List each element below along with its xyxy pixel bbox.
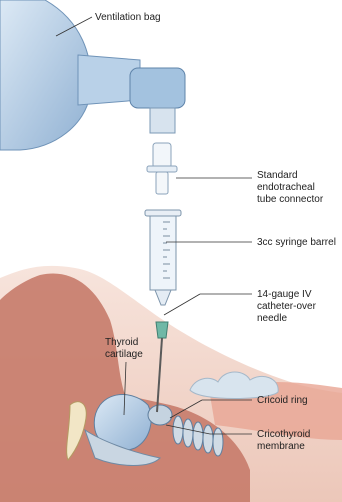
cricoid-ring bbox=[148, 405, 172, 425]
et-tube-connector bbox=[147, 143, 177, 194]
label-needle-1: 14-gauge IV bbox=[257, 289, 312, 300]
label-thyroid-2: cartilage bbox=[105, 349, 143, 360]
syringe-barrel bbox=[145, 210, 181, 305]
label-needle-2: catheter-over bbox=[257, 301, 317, 312]
label-cricothyroid-1: Cricothyroid bbox=[257, 429, 310, 440]
label-syringe: 3cc syringe barrel bbox=[257, 237, 336, 248]
label-connector-2: endotracheal bbox=[257, 182, 315, 193]
label-ventilation-bag: Ventilation bag bbox=[95, 12, 161, 23]
label-connector-3: tube connector bbox=[257, 194, 324, 205]
label-connector-1: Standard bbox=[257, 170, 298, 181]
label-cricothyroid-2: membrane bbox=[257, 441, 305, 452]
label-needle-3: needle bbox=[257, 313, 287, 324]
label-thyroid-1: Thyroid bbox=[105, 337, 138, 348]
label-cricoid: Cricoid ring bbox=[257, 395, 308, 406]
